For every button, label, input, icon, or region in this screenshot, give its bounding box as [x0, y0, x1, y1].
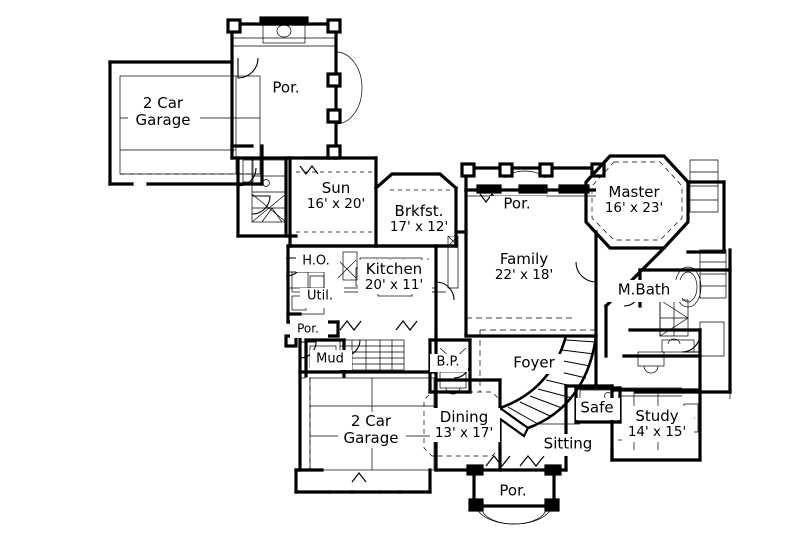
label-backplates [128, 94, 694, 502]
plan-window-symbols [299, 165, 619, 483]
